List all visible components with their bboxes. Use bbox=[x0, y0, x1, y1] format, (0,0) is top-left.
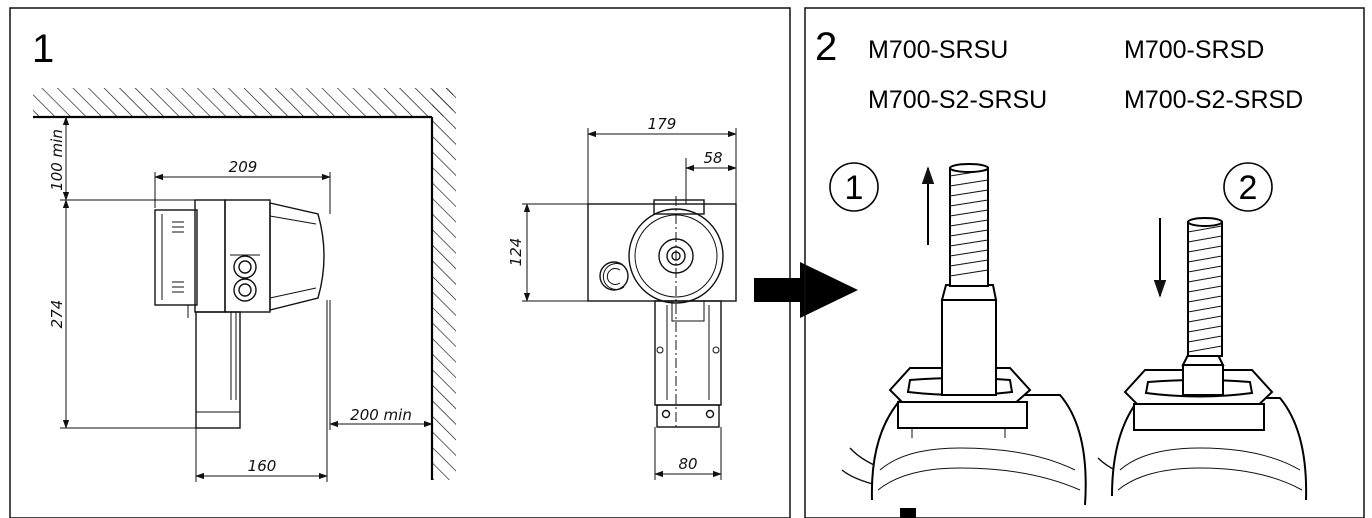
panel-2: 2 M700-SRSU M700-SRSD M700-S2-SRSU M700-… bbox=[804, 7, 1365, 518]
model-label: M700-SRSD bbox=[1124, 36, 1264, 64]
front-dim-height: 124 bbox=[507, 238, 525, 267]
step-1-number: 1 bbox=[845, 169, 864, 207]
next-step-mark bbox=[900, 508, 916, 518]
panel-2-frame bbox=[804, 7, 1365, 518]
ceiling-and-wall bbox=[33, 88, 456, 480]
front-view-dimensions: 179 58 124 80 bbox=[507, 115, 737, 480]
step-2-illustration: 2 bbox=[1097, 162, 1308, 501]
model-label: M700-SRSU bbox=[868, 36, 1008, 64]
step-2-number: 2 bbox=[1239, 169, 1258, 207]
actuator-front-view bbox=[587, 196, 737, 430]
step-2-badge bbox=[1223, 162, 1273, 212]
dim-height: 274 bbox=[48, 300, 66, 329]
step-1-illustration: 1 bbox=[829, 162, 1087, 506]
model-label: M700-S2-SRSU bbox=[868, 86, 1047, 114]
front-dim-width: 179 bbox=[648, 115, 677, 133]
dim-ceiling-clearance: 100 min bbox=[48, 129, 66, 191]
front-dim-offset: 58 bbox=[703, 149, 722, 167]
ceiling-hatch bbox=[33, 88, 453, 116]
dim-width: 209 bbox=[229, 158, 258, 176]
panel-2-number: 2 bbox=[815, 25, 837, 69]
transition-arrow bbox=[754, 262, 858, 318]
panel-1-number: 1 bbox=[32, 27, 54, 71]
front-dim-bottom-width: 80 bbox=[678, 455, 697, 473]
wall-hatch bbox=[432, 88, 456, 480]
model-label: M700-S2-SRSD bbox=[1124, 86, 1303, 114]
dim-depth: 160 bbox=[248, 457, 277, 475]
panel-1: 1 bbox=[9, 7, 791, 518]
panel-1-frame bbox=[9, 7, 791, 518]
actuator-side-view bbox=[154, 199, 325, 429]
side-view-dimensions: 100 min 274 209 200 min 160 bbox=[48, 116, 433, 482]
dim-wall-clearance: 200 min bbox=[350, 406, 412, 424]
step-1-badge bbox=[829, 162, 879, 212]
